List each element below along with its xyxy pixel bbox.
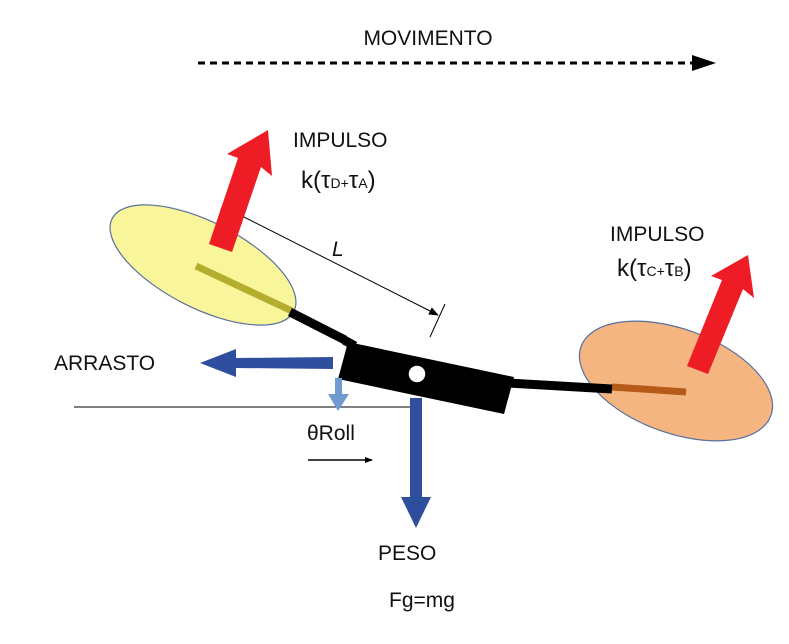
weight-label: PESO	[378, 542, 436, 565]
thrust-left-formula-sub2: A	[358, 175, 368, 191]
thrust-left-formula-sub1: D	[330, 175, 340, 191]
thrust-right-label: IMPULSO	[610, 223, 705, 246]
arm-length-dimension	[220, 202, 439, 316]
thrust-right-formula: k(τC+τB)	[617, 255, 692, 282]
roll-angle-label: θRoll	[307, 422, 355, 445]
thrust-right-formula-sub1: C	[646, 263, 656, 279]
thrust-left-label: IMPULSO	[293, 129, 388, 152]
right-rotor-disk	[578, 320, 774, 442]
weight-formula: Fg=mg	[389, 589, 455, 612]
left-rotor	[109, 204, 297, 326]
movement-label: MOVIMENTO	[363, 27, 492, 50]
thrust-right-formula-k: k(	[617, 255, 637, 282]
thrust-right-formula-tau1: τ	[637, 255, 647, 282]
left-rotor-disk	[109, 204, 297, 326]
thrust-left-formula: k(τD+τA)	[301, 167, 376, 194]
thrust-right-formula-tau2: τ	[665, 255, 675, 282]
right-arm	[507, 378, 613, 394]
movement-arrowhead	[692, 55, 716, 71]
weight-arrow	[401, 398, 431, 528]
right-thrust-arrow	[687, 255, 754, 374]
roll-angle-arrow	[328, 378, 349, 411]
thrust-left-formula-tau1: τ	[321, 167, 331, 194]
center-of-mass	[407, 364, 427, 384]
thrust-right-formula-sub2: B	[674, 263, 683, 279]
left-thrust-arrow	[209, 130, 272, 252]
arm-length-label: L	[332, 238, 344, 261]
thrust-left-formula-tau2: τ	[349, 167, 359, 194]
left-arm	[287, 307, 348, 345]
thrust-left-formula-close: )	[368, 167, 376, 194]
arm-length-tick-right	[429, 303, 446, 338]
drag-label: ARRASTO	[54, 352, 155, 375]
drag-arrow	[200, 349, 333, 377]
drone-body	[338, 342, 514, 414]
right-rotor-blade	[611, 383, 687, 396]
thrust-right-formula-plus: +	[657, 263, 665, 279]
thrust-right-formula-close: )	[684, 255, 692, 282]
thrust-left-formula-plus: +	[341, 175, 349, 191]
thrust-left-formula-k: k(	[301, 167, 321, 194]
right-rotor	[578, 320, 774, 442]
